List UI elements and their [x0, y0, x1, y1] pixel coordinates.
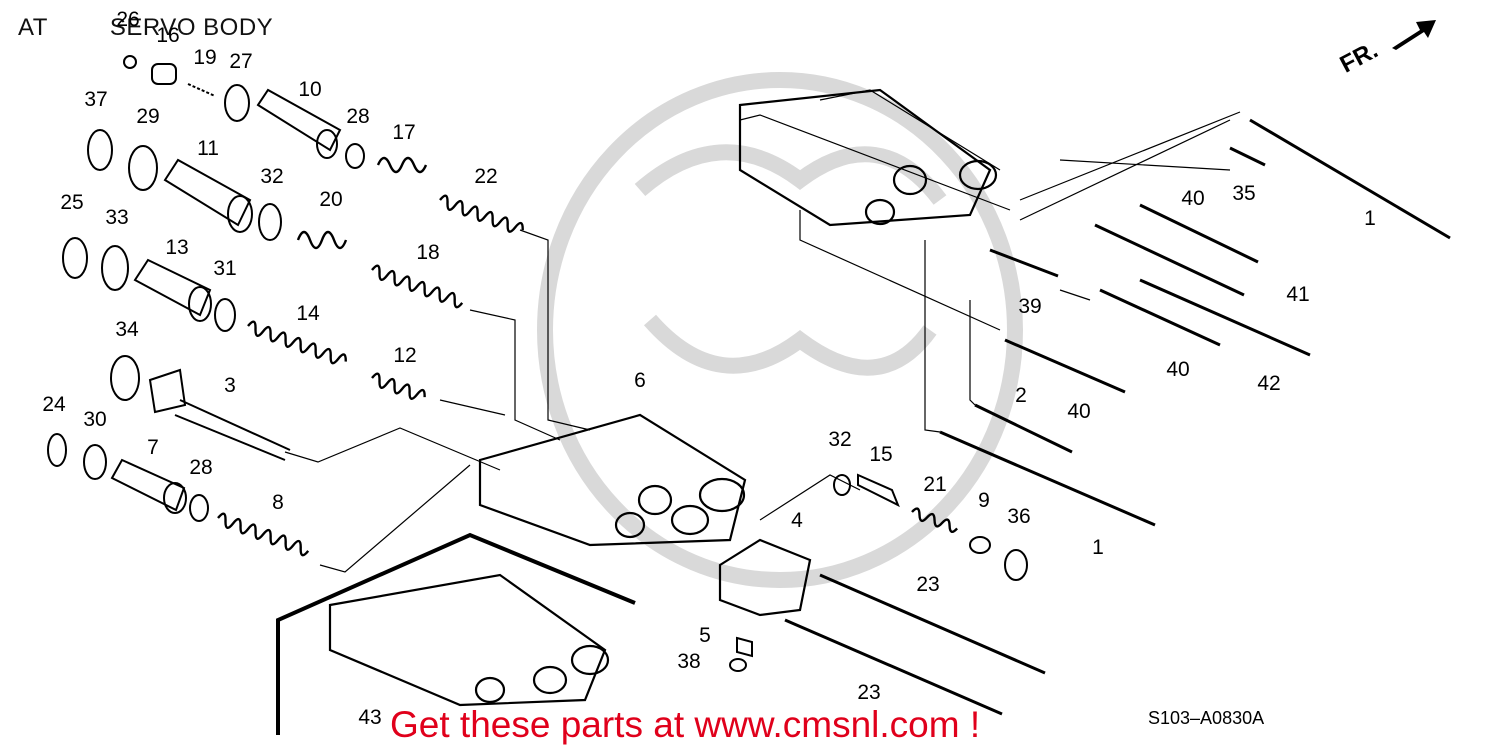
- callout-21: 21: [923, 473, 946, 496]
- callout-33: 33: [105, 206, 128, 229]
- callout-32b: 32: [828, 428, 851, 451]
- callout-6: 6: [634, 369, 646, 392]
- callout-18: 18: [416, 241, 439, 264]
- callout-35: 35: [1232, 182, 1255, 205]
- callout-16: 16: [156, 24, 179, 47]
- bolts-and-rods: [784, 118, 1451, 716]
- callout-32: 32: [260, 165, 283, 188]
- servo-body-castings: [328, 88, 998, 707]
- callout-43: 43: [358, 706, 381, 729]
- callout-1b: 1: [1092, 536, 1104, 559]
- callout-29: 29: [136, 105, 159, 128]
- callout-37: 37: [84, 88, 107, 111]
- watermark-logo: [537, 72, 1023, 588]
- callout-4: 4: [791, 509, 803, 532]
- callout-24: 24: [42, 393, 66, 416]
- callout-3: 3: [224, 374, 236, 397]
- callout-23b: 23: [857, 681, 880, 704]
- sleeve-parts: [47, 55, 1028, 672]
- callout-17: 17: [392, 121, 415, 144]
- callout-2: 2: [1015, 384, 1027, 407]
- callout-20: 20: [319, 188, 342, 211]
- category-label: AT: [18, 14, 48, 41]
- callout-36: 36: [1007, 505, 1030, 528]
- callout-28b: 28: [189, 456, 212, 479]
- callout-38: 38: [677, 650, 700, 673]
- callout-41: 41: [1286, 283, 1309, 306]
- callout-40c: 40: [1067, 400, 1090, 423]
- callout-26: 26: [116, 8, 139, 31]
- callout-39: 39: [1018, 295, 1041, 318]
- callout-25: 25: [60, 191, 83, 214]
- callout-40: 40: [1181, 187, 1204, 210]
- promo-link[interactable]: Get these parts at www.cmsnl.com !: [390, 704, 981, 745]
- drawing-code: S103–A0830A: [1148, 708, 1265, 728]
- callout-8: 8: [272, 491, 284, 514]
- callout-31: 31: [213, 257, 236, 280]
- callout-10: 10: [298, 78, 321, 101]
- callout-40b: 40: [1166, 358, 1189, 381]
- callout-15: 15: [869, 443, 892, 466]
- callout-12: 12: [393, 344, 416, 367]
- callout-13: 13: [165, 236, 188, 259]
- springs: [217, 156, 958, 557]
- callout-27: 27: [229, 50, 252, 73]
- diagram-header: AT SERVO BODY: [18, 14, 273, 42]
- callout-1: 1: [1364, 207, 1376, 230]
- callout-labels: 26 16 19 27 10 37 29 28 17 11 32 20 22 2…: [42, 8, 1376, 729]
- callout-34: 34: [115, 318, 139, 341]
- callout-14: 14: [296, 302, 320, 325]
- callout-42: 42: [1257, 372, 1280, 395]
- callout-5: 5: [699, 624, 711, 647]
- callout-28: 28: [346, 105, 369, 128]
- callout-22: 22: [474, 165, 497, 188]
- callout-30: 30: [83, 408, 106, 431]
- callout-11: 11: [197, 137, 219, 160]
- callout-7: 7: [147, 436, 159, 459]
- callout-23: 23: [916, 573, 939, 596]
- callout-9: 9: [978, 489, 990, 512]
- front-direction-arrow-icon: [1392, 20, 1436, 50]
- assembly-frame: [276, 532, 636, 735]
- callout-19: 19: [193, 46, 216, 69]
- diagram-title: SERVO BODY: [109, 14, 274, 41]
